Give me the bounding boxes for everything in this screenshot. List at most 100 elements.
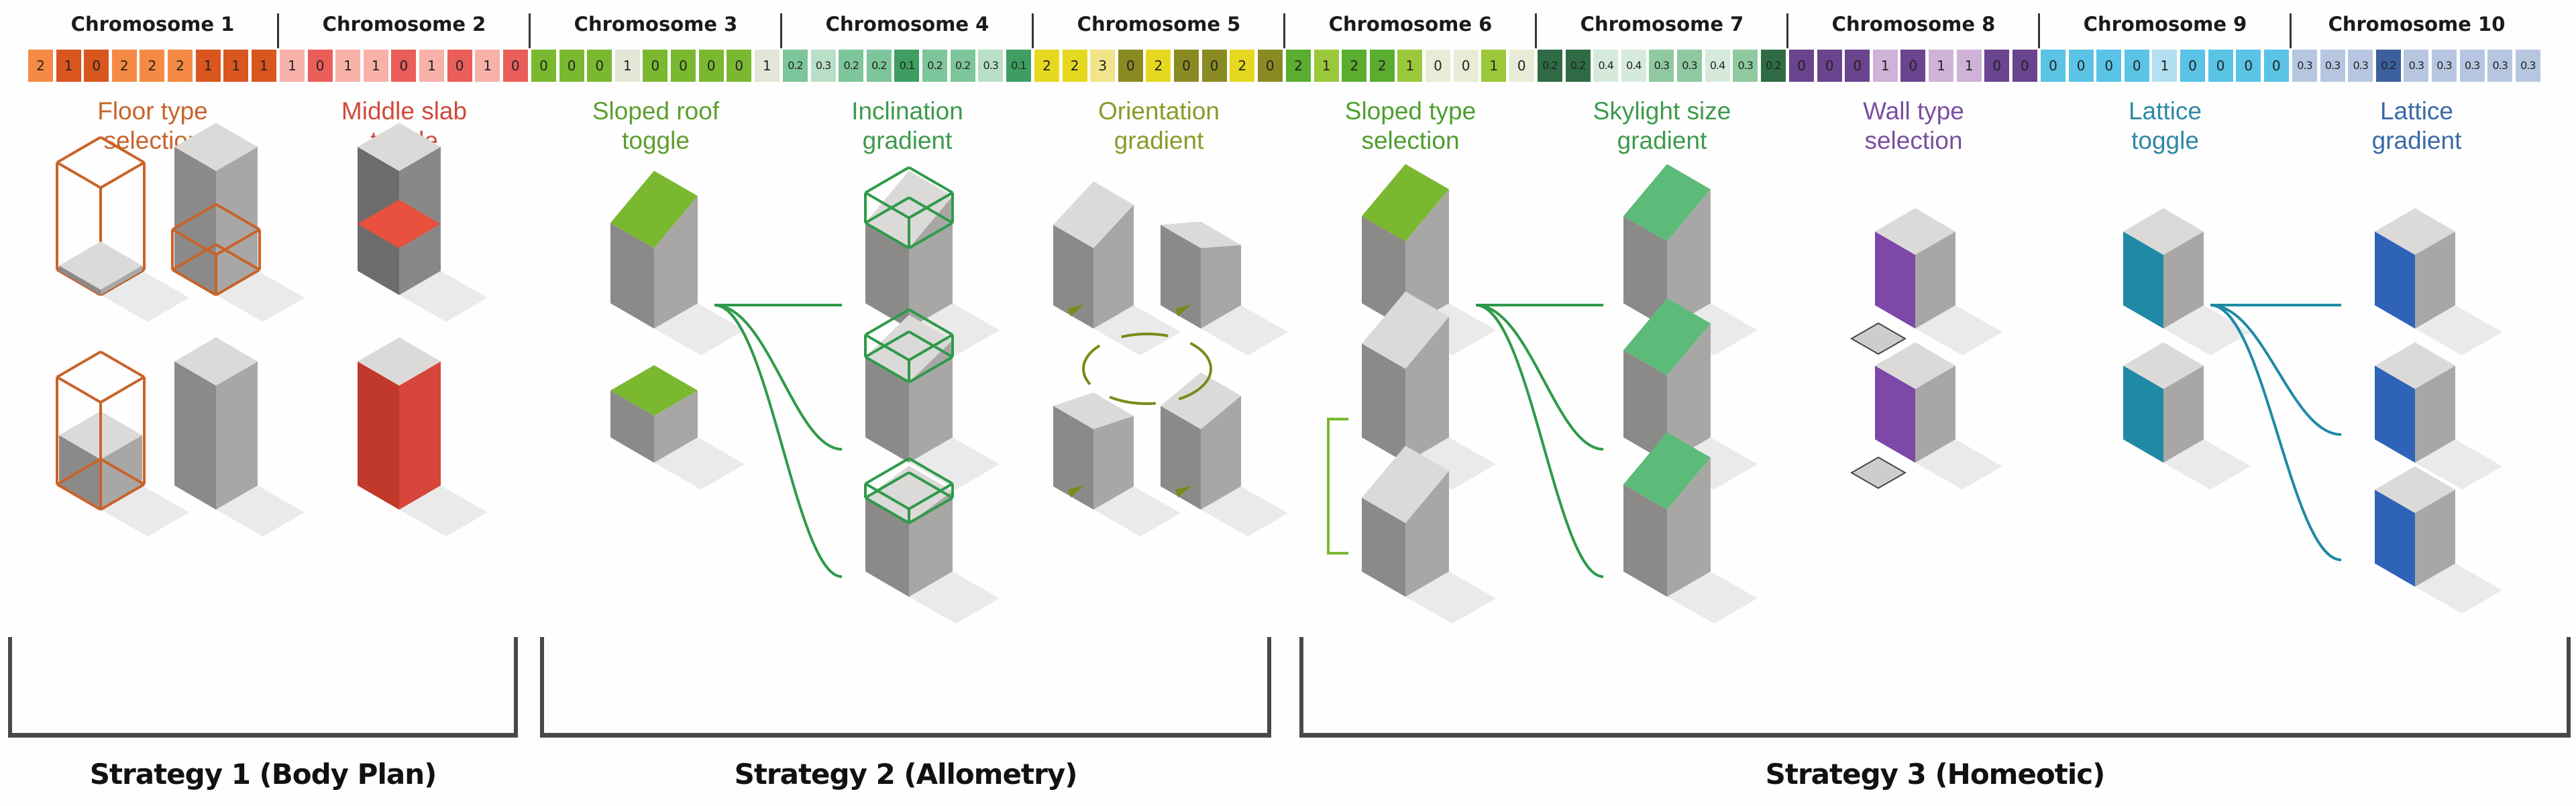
lattice-connector [2210, 304, 2342, 436]
strategy-3-bracket [1299, 637, 2571, 738]
building-shadow [2415, 563, 2502, 614]
floor-wireframe-lower [215, 268, 261, 296]
inclination-wireframe [908, 166, 954, 194]
building-right-face [1667, 323, 1711, 463]
building-left-face [865, 498, 909, 597]
chromosome-8-title: Chromosome 8 [1831, 13, 1996, 36]
feature-label-6: Sloped type selection [1344, 97, 1477, 154]
building-roof [865, 170, 953, 248]
middle-slab [358, 200, 441, 248]
inclination-wireframe [864, 457, 910, 485]
gene-cell: 0.3 [1677, 50, 1702, 82]
gene-cell: 2 [28, 50, 53, 82]
building-shadow [1915, 305, 2002, 355]
gene-cell: 0 [727, 50, 752, 82]
gene-cell: 1 [1481, 50, 1507, 82]
gene-cell: 0 [1426, 50, 1450, 82]
inclination-wireframe [908, 308, 954, 337]
gene-cell: 1 [1313, 50, 1339, 82]
gene-cell: 0 [391, 50, 417, 82]
building-roof [1053, 392, 1134, 429]
rotation-cycle-icon [1082, 333, 1212, 405]
inclination-wireframe [864, 308, 910, 337]
floor-wireframe-top [99, 483, 146, 511]
building-roof [1053, 181, 1134, 248]
inclination-wireframe [864, 355, 910, 384]
building-shadow [1915, 439, 2002, 490]
building-shadow [399, 485, 488, 536]
gene-cell: 2 [168, 50, 193, 82]
gene-cell: 0.3 [1649, 50, 1674, 82]
building-right-face [1405, 316, 1449, 463]
building-right-face [1915, 231, 1955, 329]
floor-wireframe-lower [171, 243, 217, 272]
building-roof [1362, 291, 1449, 369]
gene-cell: 0.2 [783, 50, 808, 82]
strategy-2-label: Strategy 2 (Allometry) [734, 758, 1078, 791]
roof-connector [714, 304, 843, 451]
chromosome-separator [1283, 13, 1285, 48]
building-shadow [2163, 439, 2251, 490]
lattice-gradient-building-2 [2375, 342, 2502, 490]
gene-cell: 0.3 [2515, 50, 2540, 82]
gene-cell: 0 [2124, 50, 2149, 82]
gene-cell: 2 [1230, 50, 1255, 82]
gene-cell: 2 [1062, 50, 1087, 82]
building-right-face [1667, 457, 1711, 597]
gene-cell: 0 [1118, 50, 1143, 82]
gene-cell: 0.3 [810, 50, 836, 82]
chromosome-separator [1032, 13, 1034, 48]
gene-cell: 0 [2263, 50, 2289, 82]
gene-cell: 0 [2236, 50, 2261, 82]
building-left-face [1161, 225, 1201, 329]
chromosome-separator [1786, 13, 1788, 48]
feature-label-3: Sloped roof toggle [592, 97, 720, 154]
gene-cell: 0 [1789, 50, 1814, 82]
building-left-face [358, 361, 399, 510]
gene-cell: 2 [111, 50, 137, 82]
building-right-face [2415, 365, 2455, 463]
inclination-wireframe [864, 496, 910, 524]
orientation-building-4 [1161, 372, 1288, 536]
orientation-building-2 [1161, 221, 1288, 355]
building-shadow [654, 437, 745, 490]
roof-connector [714, 304, 843, 578]
gene-cell: 2 [1034, 50, 1059, 82]
wall-panel [1849, 456, 1907, 490]
building-roof [358, 337, 441, 386]
gene-cell: 0 [559, 50, 584, 82]
gene-cell: 0.3 [2292, 50, 2317, 82]
gene-cell: 0.2 [1760, 50, 1786, 82]
inclination-wireframe [864, 221, 910, 249]
building-right-face [216, 147, 258, 295]
sloped-type-bracket [1327, 418, 1348, 555]
floor-wireframe-top [56, 483, 102, 511]
building-roof [1623, 164, 1711, 241]
sloped-type-panel [1362, 445, 1496, 624]
gene-cell: 0 [1509, 50, 1534, 82]
wall-panel [1849, 322, 1907, 355]
floor-wireframe-lower [171, 268, 217, 296]
floor-wireframe-lower [171, 203, 217, 231]
building-roof [59, 241, 142, 290]
building-left-face [1362, 498, 1405, 597]
gene-cell: 0.2 [2375, 50, 2401, 82]
gene-cell: 2 [1342, 50, 1367, 82]
inclination-wireframe [864, 330, 910, 359]
building-shadow [101, 271, 189, 322]
orientation-building-3 [1053, 392, 1181, 536]
gene-cell: 1 [223, 50, 249, 82]
building-shadow [654, 303, 745, 355]
gene-cell: 0 [671, 50, 696, 82]
inclination-building-3 [865, 465, 1000, 624]
building-left-face [2375, 490, 2415, 587]
gene-cell: 0 [1453, 50, 1479, 82]
building-right-face [399, 361, 441, 510]
building-shadow [2163, 305, 2251, 355]
floor-wireframe-lower [171, 228, 217, 256]
chromosome-6-title: Chromosome 6 [1328, 13, 1493, 36]
building-left-face [1623, 216, 1667, 329]
chromosome-separator [1535, 13, 1537, 48]
building-shadow [2415, 439, 2502, 490]
